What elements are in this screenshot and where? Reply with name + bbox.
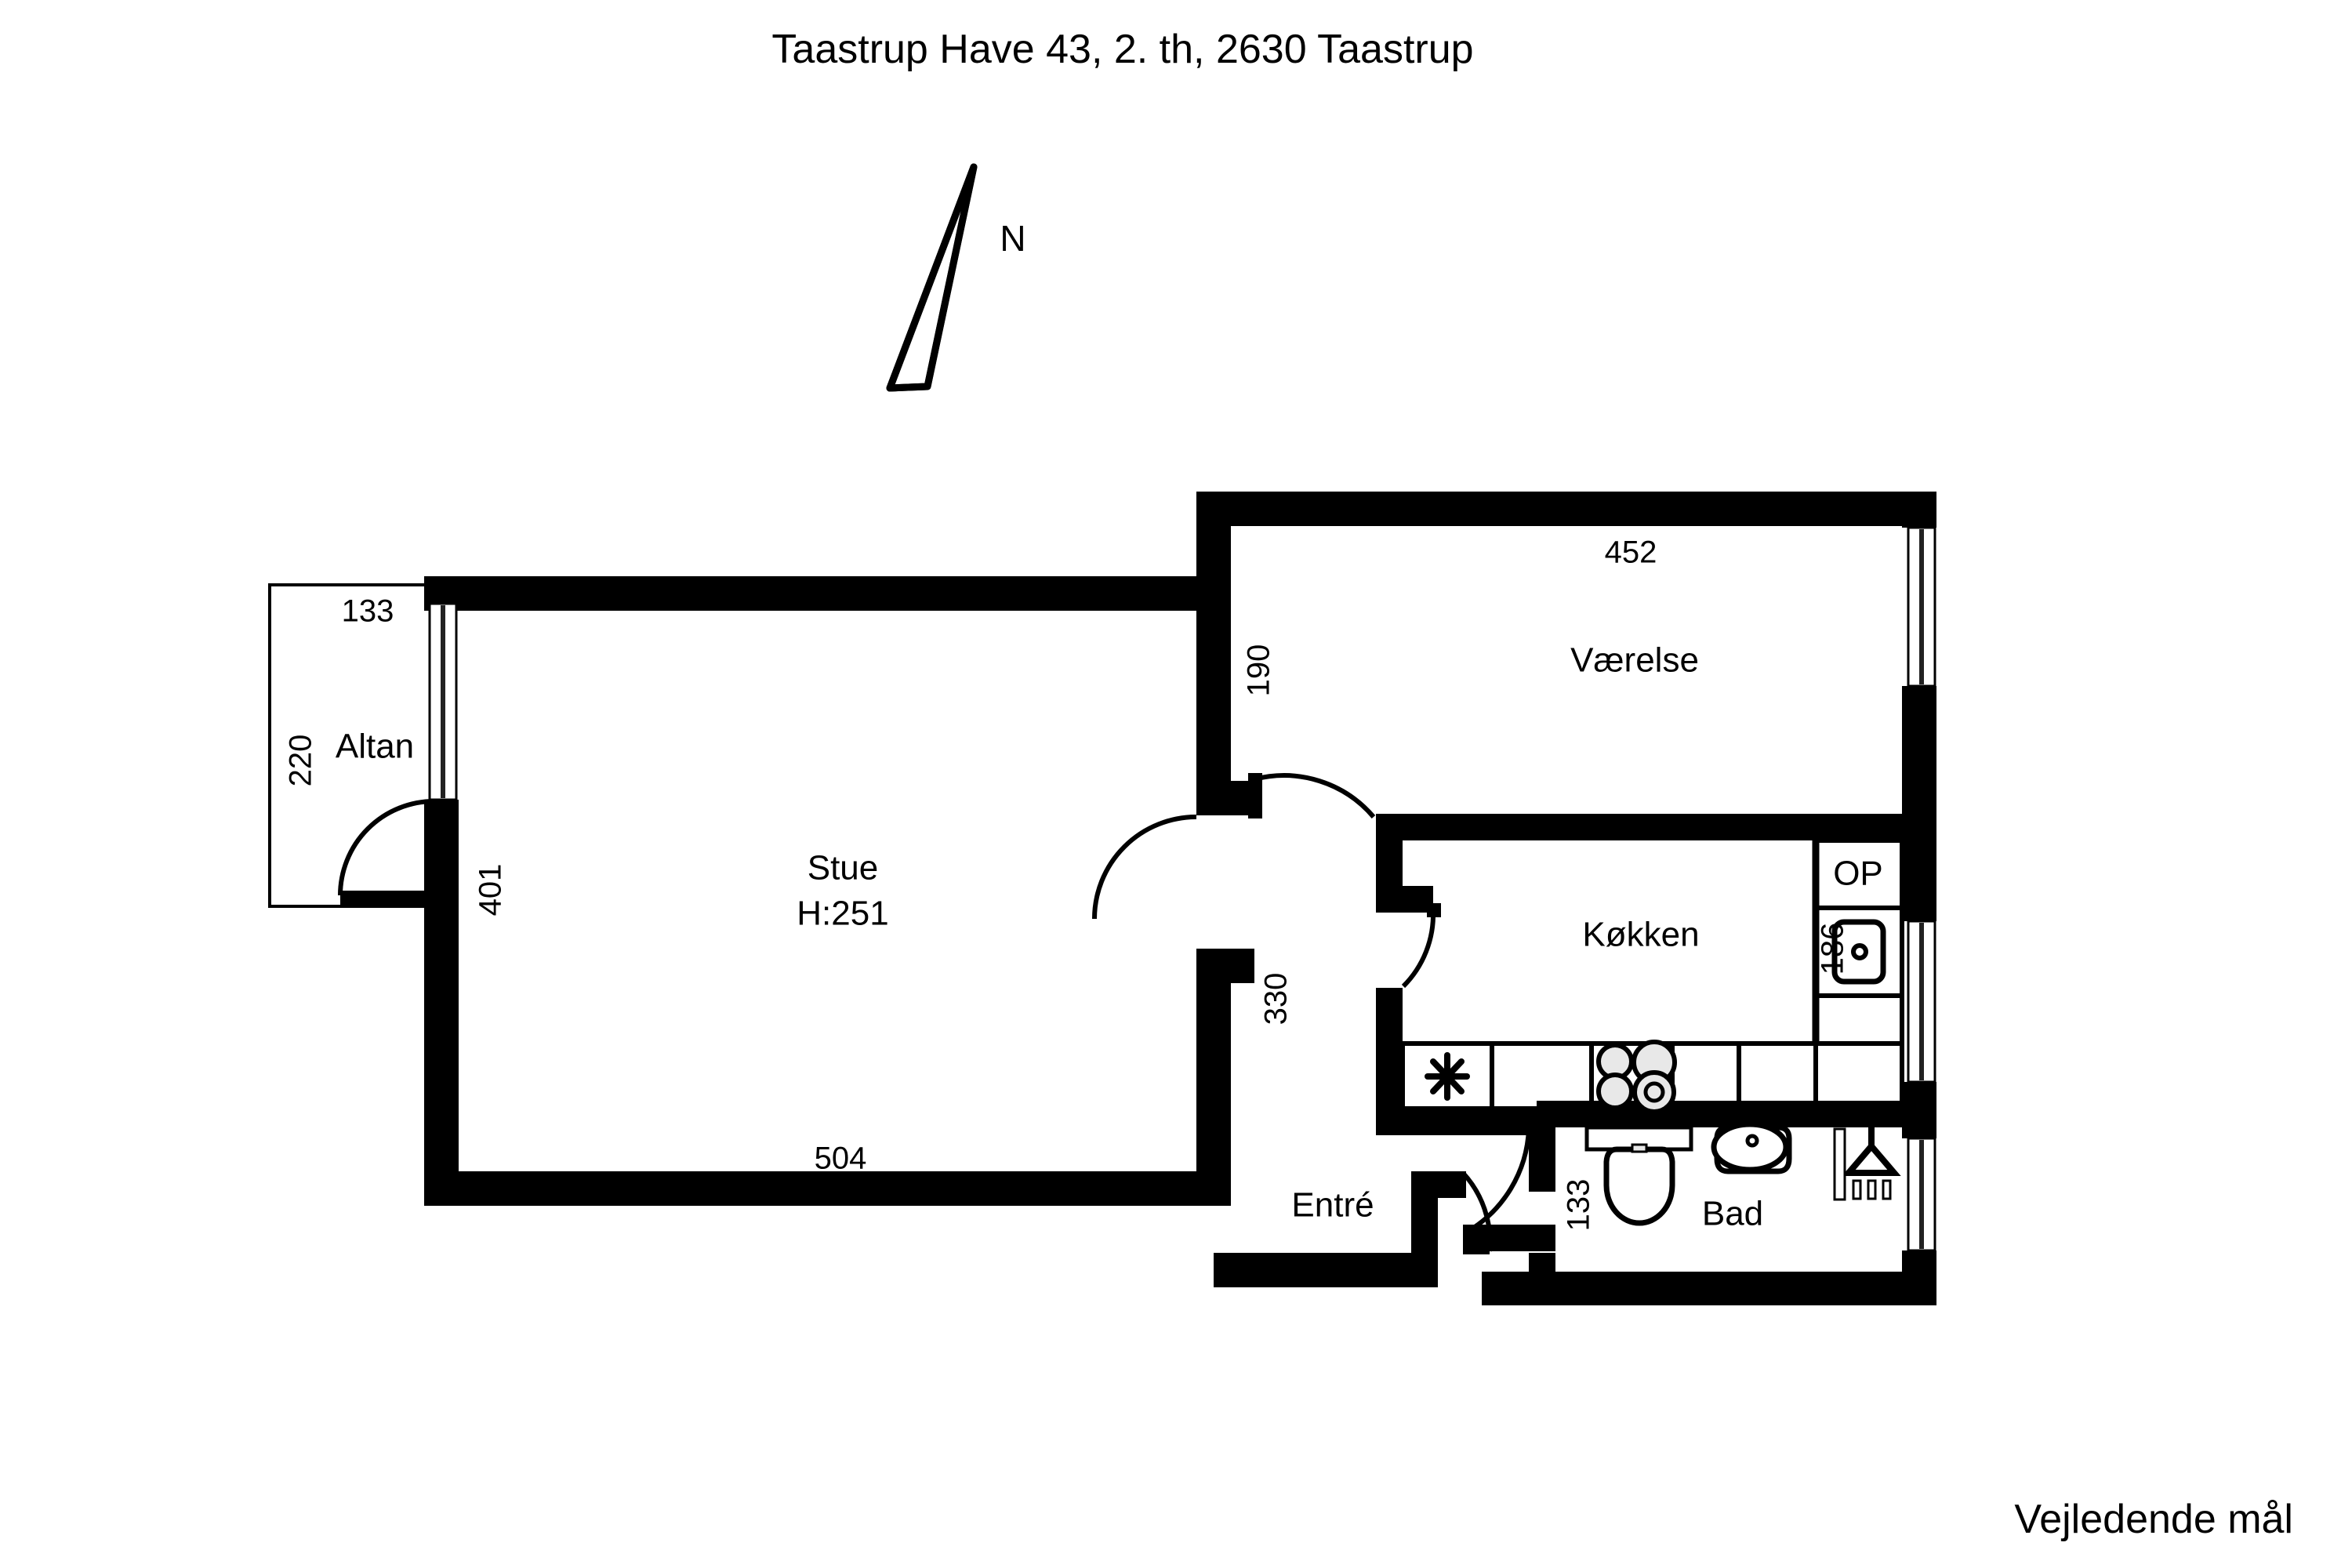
windows xyxy=(428,526,1936,1252)
door-bad xyxy=(1461,1171,1493,1252)
dimension-stue-left: 401 xyxy=(474,864,508,916)
window-vaerelse xyxy=(1907,526,1936,688)
door-stue-hall xyxy=(1092,815,1197,920)
dimension-hall-lower: 330 xyxy=(1259,973,1294,1025)
kitchen-counter xyxy=(1400,1040,1904,1114)
compass-rose: N xyxy=(886,163,1026,392)
window-balcony-door xyxy=(428,602,458,801)
room-label-stue: Stue xyxy=(808,849,879,887)
door-swings xyxy=(338,773,1531,1252)
door-kokken xyxy=(1401,903,1441,989)
dimension-altan-width: 133 xyxy=(342,594,394,629)
room-label-altan: Altan xyxy=(336,728,414,766)
washbasin-symbol xyxy=(1711,1121,1792,1174)
op-block xyxy=(1812,838,1904,1046)
room-label-stue-height: H:251 xyxy=(797,895,888,933)
door-altan xyxy=(338,799,437,905)
shower-symbol xyxy=(1842,1127,1901,1200)
dimension-bad-left: 133 xyxy=(1562,1179,1596,1232)
dimension-hall-upper: 190 xyxy=(1242,644,1276,697)
room-label-kokken: Køkken xyxy=(1582,916,1699,954)
room-label-bad: Bad xyxy=(1702,1195,1763,1233)
toilet-symbol xyxy=(1584,1125,1693,1226)
window-bad xyxy=(1907,1137,1936,1252)
room-labels: Altan Stue H:251 Værelse Køkken Entré Ba… xyxy=(336,641,1883,1233)
bathroom-fixtures xyxy=(1584,1121,1901,1226)
page-title: Taastrup Have 43, 2. th, 2630 Taastrup xyxy=(771,27,1473,72)
dimension-vaerelse-top: 452 xyxy=(1605,535,1657,570)
exterior-walls xyxy=(424,492,1936,1305)
kitchen-sink-symbol xyxy=(1831,919,1886,985)
cooktop-symbol xyxy=(1596,1040,1677,1114)
room-label-vaerelse: Værelse xyxy=(1570,641,1699,680)
freezer-symbol xyxy=(1425,1052,1470,1101)
compass-label-n: N xyxy=(1000,218,1025,259)
dimension-stue-bottom: 504 xyxy=(815,1142,867,1176)
door-entrance xyxy=(1465,1128,1531,1235)
room-label-op: OP xyxy=(1833,855,1883,893)
dimension-altan-height: 220 xyxy=(284,735,318,787)
dimension-kokken-right: 186 xyxy=(1816,923,1850,975)
window-kokken xyxy=(1907,920,1936,1083)
room-label-entre: Entré xyxy=(1291,1186,1374,1225)
footer-note: Vejledende mål xyxy=(2014,1497,2293,1542)
shower-screen xyxy=(1833,1127,1846,1201)
door-vaerelse xyxy=(1248,773,1376,818)
dimension-labels: 133 220 401 504 452 190 330 186 133 xyxy=(284,535,1850,1232)
